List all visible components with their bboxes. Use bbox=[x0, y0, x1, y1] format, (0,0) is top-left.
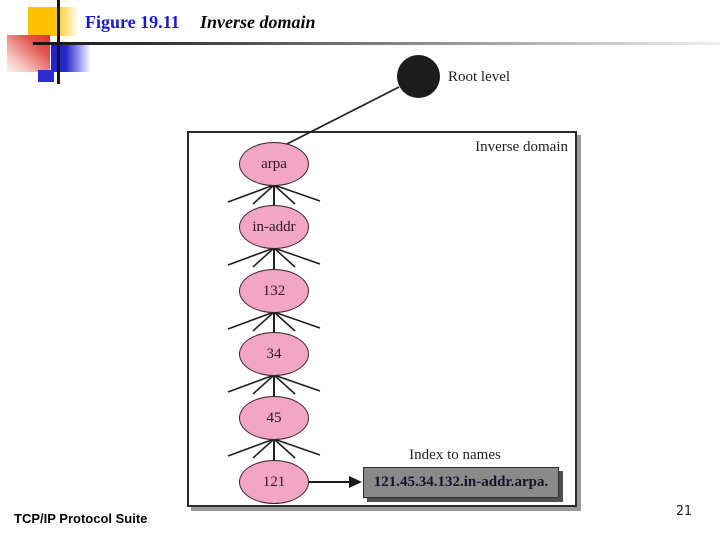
node-label: 121 bbox=[262, 473, 286, 490]
tree-node-in-addr: in-addr bbox=[239, 205, 309, 249]
deco-blue-square-small bbox=[38, 70, 54, 82]
footer-title: TCP/IP Protocol Suite bbox=[14, 511, 148, 526]
node-label: in-addr bbox=[252, 218, 296, 235]
node-label: 34 bbox=[266, 345, 282, 362]
tree-node-121: 121 bbox=[239, 460, 309, 504]
tree-node-34: 34 bbox=[239, 332, 309, 376]
node-label: 132 bbox=[262, 282, 286, 299]
address-box: 121.45.34.132.in-addr.arpa. bbox=[363, 467, 559, 498]
page-number: 21 bbox=[676, 504, 692, 519]
deco-red-square bbox=[7, 35, 50, 72]
figure-label: Figure 19.11 bbox=[85, 12, 180, 32]
node-label: arpa bbox=[261, 155, 287, 172]
root-level-label: Root level bbox=[448, 69, 511, 85]
tree-node-132: 132 bbox=[239, 269, 309, 313]
header-divider-line bbox=[33, 42, 720, 45]
address-text: 121.45.34.132.in-addr.arpa. bbox=[373, 474, 549, 490]
deco-yellow-square bbox=[28, 7, 78, 36]
root-node bbox=[397, 55, 440, 98]
node-label: 45 bbox=[266, 409, 282, 426]
inverse-domain-label: Inverse domain bbox=[475, 139, 568, 155]
index-to-names-label: Index to names bbox=[409, 447, 501, 463]
figure-title: Inverse domain bbox=[200, 12, 316, 32]
deco-vertical-line bbox=[57, 0, 60, 84]
tree-node-arpa: arpa bbox=[239, 142, 309, 186]
tree-node-45: 45 bbox=[239, 396, 309, 440]
